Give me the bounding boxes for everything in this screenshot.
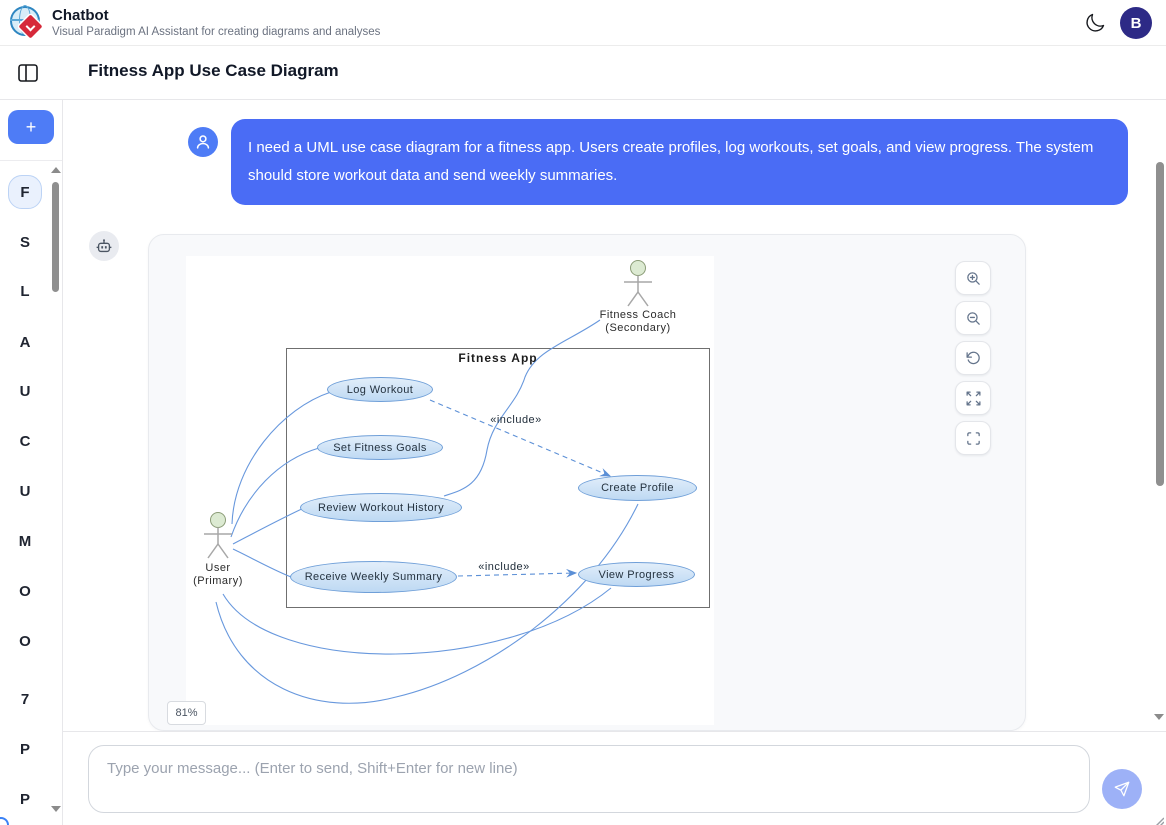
usecase-view-progress: View Progress	[578, 562, 695, 587]
send-icon	[1114, 781, 1130, 797]
zoom-in-icon	[966, 271, 980, 285]
sidebar-item-1[interactable]: S	[19, 233, 30, 251]
sidebar-item-2[interactable]: L	[20, 282, 30, 300]
usecase-log-workout: Log Workout	[327, 377, 433, 402]
message-input[interactable]	[88, 745, 1090, 813]
zoom-in-button[interactable]	[955, 261, 991, 295]
sidebar-item-3[interactable]: A	[19, 333, 31, 351]
zoom-out-icon	[966, 311, 980, 325]
page-title: Fitness App Use Case Diagram	[88, 61, 339, 80]
diagram-canvas[interactable]: Fitness App	[186, 256, 714, 725]
assoc-user-create-profile	[215, 503, 639, 704]
usecase-receive-weekly-summary: Receive Weekly Summary	[290, 561, 457, 593]
sidebar: + F S L A U C U M O O 7 P P	[0, 100, 63, 825]
user-person-icon	[196, 135, 210, 149]
zoom-out-button[interactable]	[955, 301, 991, 335]
usecase-review-workout-history: Review Workout History	[300, 493, 462, 522]
chat-scrollbar-thumb[interactable]	[1156, 162, 1164, 486]
send-button[interactable]	[1102, 769, 1142, 809]
user-message-bubble: I need a UML use case diagram for a fitn…	[231, 119, 1128, 205]
panel-toggle-icon[interactable]	[18, 64, 38, 82]
actor-user	[196, 511, 240, 566]
sidebar-item-8[interactable]: O	[19, 582, 31, 600]
vp-logo	[10, 5, 44, 40]
sidebar-scroll-up-arrow[interactable]	[51, 167, 61, 173]
expand-icon	[965, 390, 981, 406]
bot-robot-icon	[96, 239, 112, 253]
actor-fitness-coach-label: Fitness Coach (Secondary)	[599, 309, 677, 334]
header: Chatbot Visual Paradigm AI Assistant for…	[0, 0, 1166, 46]
toolbar: Fitness App Use Case Diagram	[0, 46, 1166, 100]
actor-user-label: User (Primary)	[193, 562, 243, 587]
include-label-1: «include»	[490, 414, 542, 426]
usecase-set-fitness-goals: Set Fitness Goals	[317, 435, 443, 460]
assoc-user-review-history	[232, 506, 307, 545]
sidebar-item-9[interactable]: O	[19, 632, 31, 650]
sidebar-item-12[interactable]: P	[19, 790, 30, 808]
new-chat-button[interactable]: +	[8, 110, 54, 144]
user-account-avatar[interactable]: B	[1120, 7, 1152, 39]
app-title: Chatbot	[52, 7, 109, 24]
include-logworkout-createprofile	[429, 399, 612, 477]
fullscreen-button[interactable]	[955, 421, 991, 455]
sidebar-scroll-down-arrow[interactable]	[51, 806, 61, 812]
assoc-coach-review-history	[443, 319, 601, 497]
plus-icon: +	[25, 116, 37, 137]
corner-logo-fragment	[0, 817, 9, 825]
sidebar-item-6[interactable]: U	[19, 482, 31, 500]
composer	[63, 731, 1166, 825]
actor-fitness-coach	[616, 259, 660, 314]
sidebar-item-0[interactable]: F	[8, 175, 42, 209]
assoc-user-log-workout	[231, 391, 332, 525]
expand-button[interactable]	[955, 381, 991, 415]
sidebar-item-7[interactable]: M	[18, 532, 32, 550]
assoc-user-set-fitness-goals	[230, 447, 320, 538]
diagram-relationships	[215, 319, 639, 704]
moon-icon[interactable]	[1083, 11, 1107, 35]
sidebar-item-11[interactable]: P	[19, 740, 30, 758]
include-receivesummary-viewprogress	[457, 568, 578, 578]
sidebar-item-10[interactable]: 7	[20, 690, 30, 708]
resize-grip[interactable]	[1152, 813, 1165, 825]
chat-scroll-down-arrow[interactable]	[1154, 714, 1164, 720]
zoom-level-badge: 81%	[167, 701, 206, 725]
reset-icon	[965, 351, 980, 364]
assoc-user-receive-summary	[232, 548, 292, 578]
fullscreen-icon	[966, 431, 980, 445]
include-label-2: «include»	[478, 561, 530, 573]
sidebar-item-5[interactable]: C	[19, 432, 31, 450]
user-message-avatar	[188, 127, 218, 157]
sidebar-item-4[interactable]: U	[19, 382, 31, 400]
system-boundary-title: Fitness App	[458, 351, 538, 365]
bot-message-avatar	[89, 231, 119, 261]
sidebar-scrollbar-thumb[interactable]	[52, 182, 59, 292]
divider	[0, 160, 62, 161]
reset-view-button[interactable]	[955, 341, 991, 375]
assoc-user-view-progress	[222, 587, 612, 655]
usecase-create-profile: Create Profile	[578, 475, 697, 501]
app-subtitle: Visual Paradigm AI Assistant for creatin…	[52, 26, 381, 38]
